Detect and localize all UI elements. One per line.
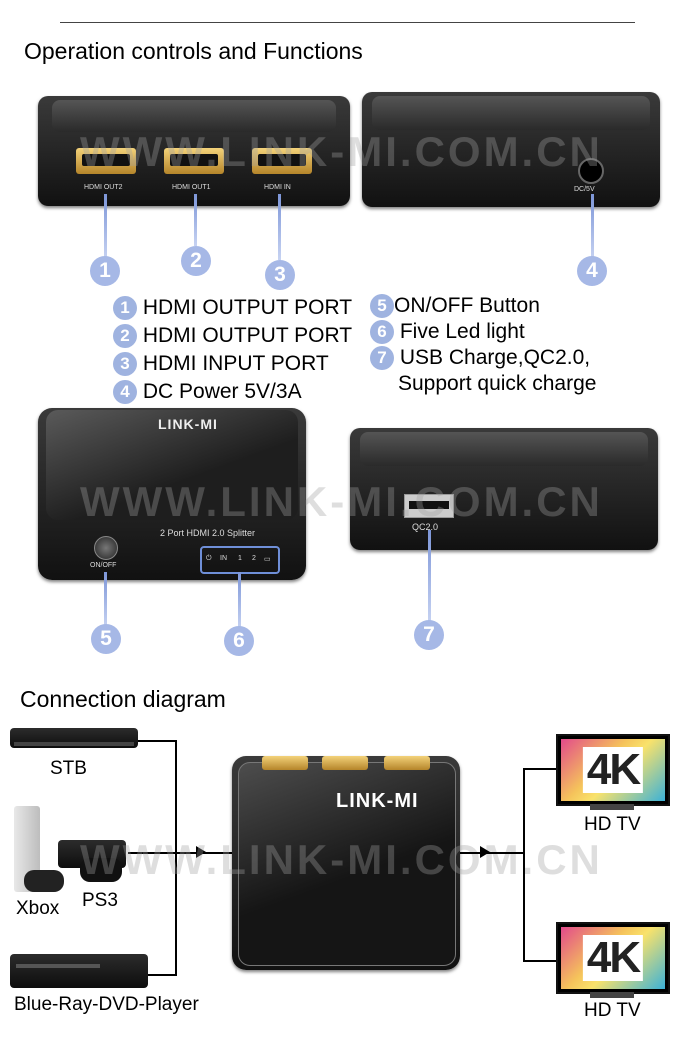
led-usb: ▭	[264, 556, 271, 563]
leader-3	[278, 194, 281, 260]
brand-logo: LINK-MI	[158, 416, 218, 432]
callout-1: 1	[90, 256, 120, 286]
device-rear-dc: DC/5V	[362, 92, 660, 207]
legend-item-cont: Support quick charge	[398, 372, 597, 395]
xbox-controller-icon	[24, 870, 64, 892]
splitter-brand: LINK-MI	[336, 790, 419, 812]
top-divider	[60, 22, 635, 23]
callout-6: 6	[224, 626, 254, 656]
xbox-label: Xbox	[16, 898, 60, 919]
legend-item: 6 Five Led light	[370, 320, 596, 346]
callout-4: 4	[577, 256, 607, 286]
usb-port	[404, 494, 454, 518]
line-input-bus	[175, 740, 177, 976]
line-output-bus	[523, 768, 525, 962]
line-stb	[138, 740, 176, 742]
legend-item: 4 DC Power 5V/3A	[113, 380, 352, 408]
on-off-button[interactable]	[94, 536, 118, 560]
tv2-label: HD TV	[584, 1000, 641, 1021]
tv-stand	[590, 804, 634, 810]
dc-label: DC/5V	[574, 186, 595, 193]
leader-5	[104, 572, 107, 628]
bluray-player	[10, 954, 148, 988]
splitter-main: LINK-MI	[232, 756, 460, 970]
led-power: ⏻	[206, 555, 212, 562]
watermark: WWW.LINK-MI.COM.CN	[80, 478, 603, 525]
device-side-usb: QC2.0	[350, 428, 658, 550]
qc-label: QC2.0	[412, 522, 439, 532]
led-panel: ⏻ IN 1 2 ▭	[200, 546, 280, 574]
leader-6	[238, 572, 241, 630]
line-from-splitter	[460, 852, 524, 854]
hdmi-in-port	[252, 148, 312, 174]
watermark: WWW.LINK-MI.COM.CN	[80, 836, 603, 883]
stb-device	[10, 728, 138, 748]
callout-3: 3	[265, 260, 295, 290]
tv1-label: HD TV	[584, 814, 641, 835]
hdmi-out1-port	[164, 148, 224, 174]
callout-2: 2	[181, 246, 211, 276]
arrow-in-icon	[196, 846, 206, 858]
operation-title: Operation controls and Functions	[24, 38, 363, 64]
dc-jack	[578, 158, 604, 184]
ps3-controller-icon	[80, 858, 122, 882]
legend-item: 3 HDMI INPUT PORT	[113, 352, 352, 380]
callout-5: 5	[91, 624, 121, 654]
line-tv1	[523, 768, 557, 770]
leader-2	[194, 194, 197, 246]
leader-4	[591, 194, 594, 260]
leader-7	[428, 530, 431, 624]
led-2: 2	[252, 555, 256, 562]
callout-7: 7	[414, 620, 444, 650]
4k-badge: 4K	[582, 935, 644, 981]
legend-item: 7 USB Charge,QC2.0,	[370, 346, 596, 372]
device-front: LINK-MI 2 Port HDMI 2.0 Splitter ON/OFF …	[38, 408, 306, 580]
tv-1: 4K	[556, 734, 670, 806]
4k-badge: 4K	[582, 747, 644, 793]
splitter-port-1	[262, 756, 308, 770]
arrow-out-icon	[480, 846, 490, 858]
stb-label: STB	[50, 758, 87, 779]
ps3-label: PS3	[82, 890, 118, 911]
splitter-port-3	[384, 756, 430, 770]
legend-item: 1 HDMI OUTPUT PORT	[113, 296, 352, 324]
hdmi-out2-label: HDMI OUT2	[84, 184, 123, 191]
hdmi-out1-label: HDMI OUT1	[172, 184, 211, 191]
connection-title: Connection diagram	[20, 686, 226, 712]
line-bluray	[148, 974, 176, 976]
hdmi-in-label: HDMI IN	[264, 184, 291, 191]
tv-stand	[590, 992, 634, 998]
leader-1	[104, 194, 107, 260]
legend-left: 1 HDMI OUTPUT PORT 2 HDMI OUTPUT PORT 3 …	[113, 296, 352, 408]
tv-2: 4K	[556, 922, 670, 994]
watermark: WWW.LINK-MI.COM.CN	[80, 128, 603, 175]
led-1: 1	[238, 555, 242, 562]
splitter-name: 2 Port HDMI 2.0 Splitter	[160, 528, 256, 538]
on-off-label: ON/OFF	[90, 562, 117, 569]
line-tv2	[523, 960, 557, 962]
legend-item: 2 HDMI OUTPUT PORT	[113, 324, 352, 352]
device-rear-ports: HDMI OUT2 HDMI OUT1 HDMI IN	[38, 96, 350, 206]
line-ps3	[128, 852, 176, 854]
hdmi-out2-port	[76, 148, 136, 174]
bluray-label: Blue-Ray-DVD-Player	[14, 994, 199, 1015]
led-in: IN	[220, 555, 227, 562]
splitter-port-2	[322, 756, 368, 770]
